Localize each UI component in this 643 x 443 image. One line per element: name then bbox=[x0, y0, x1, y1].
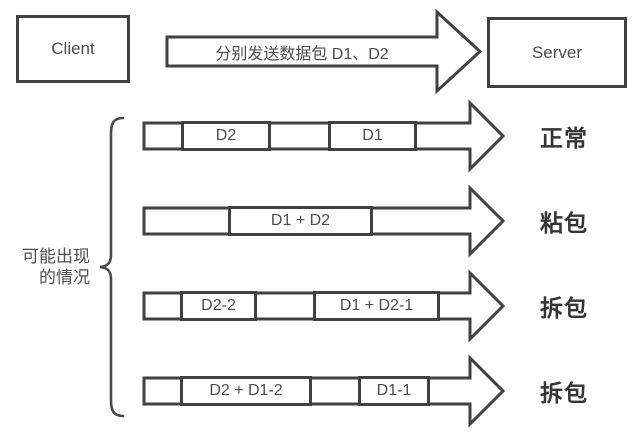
packet-box: D2 + D1-2 bbox=[180, 376, 312, 406]
packet-box: D1 + D2 bbox=[228, 206, 373, 236]
packet-label: D1 + D2 bbox=[270, 212, 331, 229]
result-label: 拆包 bbox=[540, 295, 588, 321]
send-arrow-label: 分别发送数据包 D1、D2 bbox=[215, 45, 389, 63]
brace-label-line2: 的情况 bbox=[39, 268, 90, 287]
result-label: 拆包 bbox=[540, 380, 588, 406]
send-arrow-icon bbox=[165, 8, 483, 95]
packet-label: D2 + D1-2 bbox=[209, 382, 283, 399]
brace-label-line1: 可能出现 bbox=[22, 247, 90, 266]
packet-box: D2 bbox=[181, 121, 271, 151]
client-box: Client bbox=[16, 15, 130, 83]
brace-icon bbox=[99, 116, 125, 418]
packet-label: D1 + D2-1 bbox=[339, 297, 414, 314]
packet-box: D2-2 bbox=[180, 291, 257, 321]
packet-label: D2 bbox=[215, 127, 237, 144]
packet-box: D1-1 bbox=[358, 376, 430, 406]
packet-box: D1 + D2-1 bbox=[313, 291, 440, 321]
client-label: Client bbox=[51, 39, 95, 58]
server-box: Server bbox=[487, 17, 627, 88]
result-label: 正常 bbox=[540, 125, 588, 151]
packet-label: D1-1 bbox=[376, 382, 412, 399]
packet-box: D1 bbox=[328, 121, 417, 151]
result-label: 粘包 bbox=[540, 210, 588, 236]
server-label: Server bbox=[531, 42, 583, 62]
brace-label: 可能出现 的情况 bbox=[6, 246, 90, 288]
packet-label: D1 bbox=[362, 127, 383, 144]
packet-label: D2-2 bbox=[201, 297, 236, 314]
